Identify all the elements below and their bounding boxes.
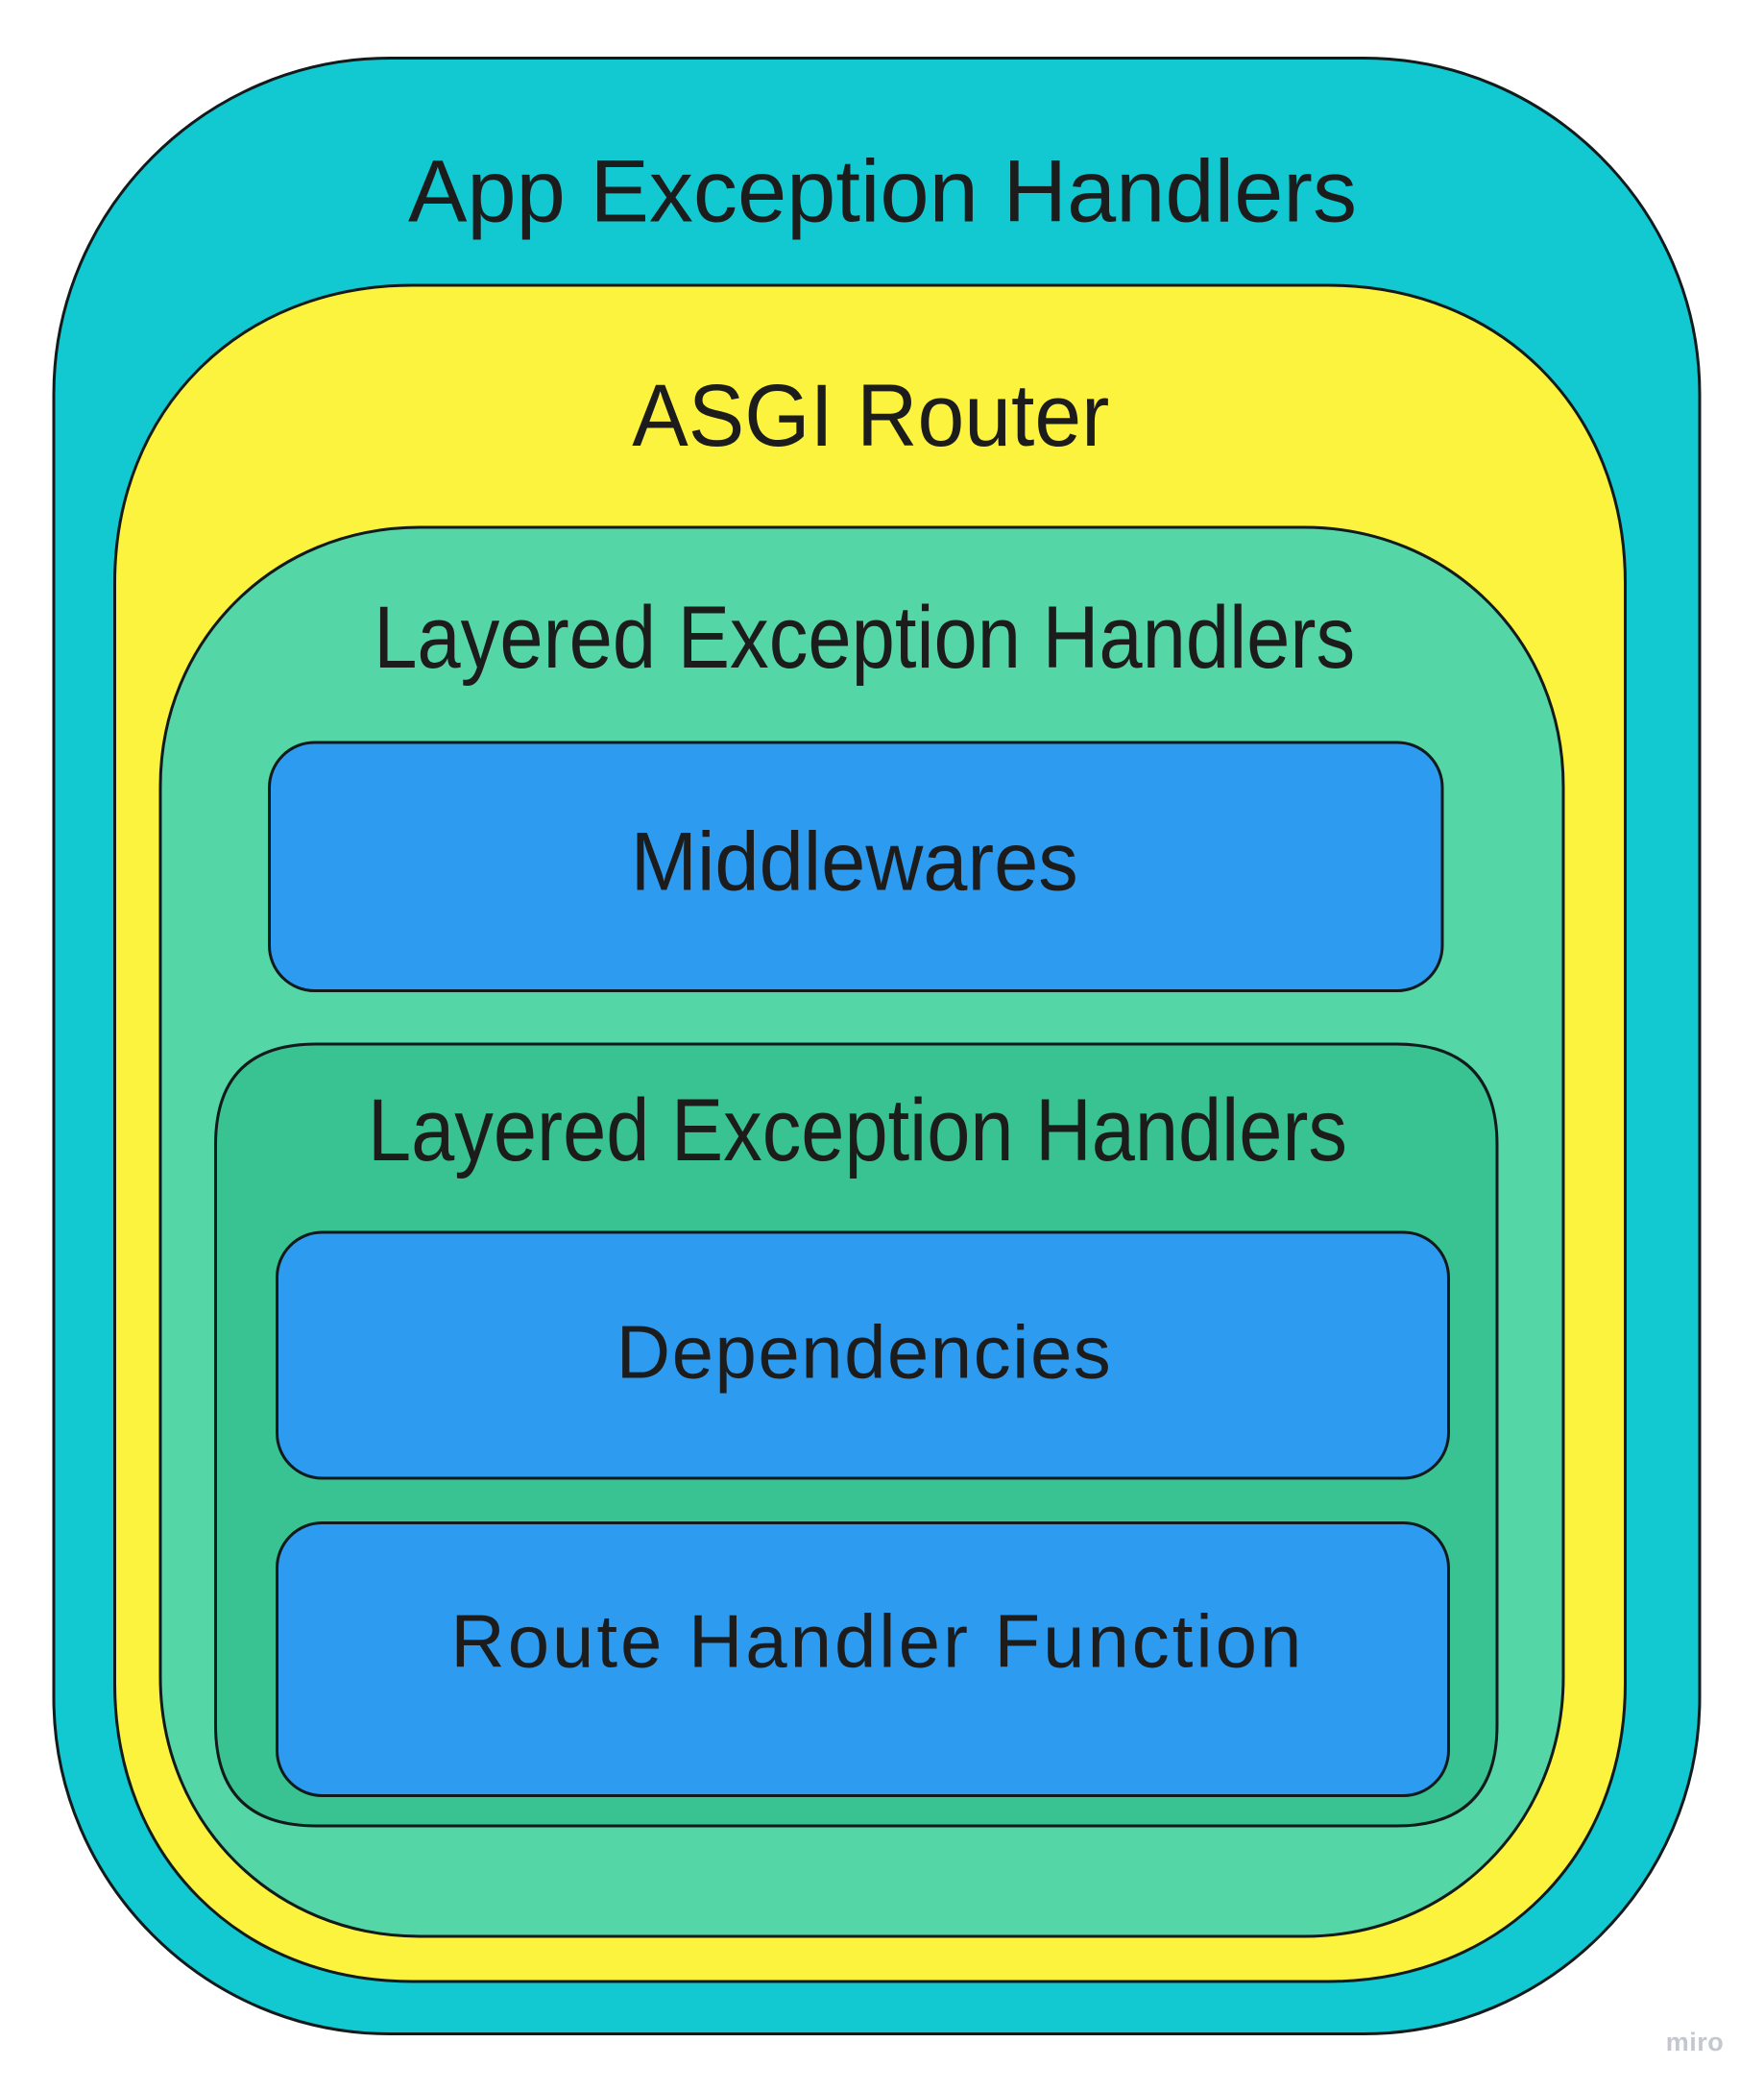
svg-text:miro: miro bbox=[1666, 2028, 1725, 2056]
svg-text:Layered Exception Handlers: Layered Exception Handlers bbox=[368, 1082, 1347, 1179]
svg-text:Dependencies: Dependencies bbox=[616, 1310, 1111, 1395]
svg-text:Middlewares: Middlewares bbox=[631, 816, 1078, 909]
svg-text:ASGI Router: ASGI Router bbox=[632, 367, 1109, 465]
svg-text:Layered Exception Handlers: Layered Exception Handlers bbox=[374, 589, 1355, 687]
svg-text:App Exception Handlers: App Exception Handlers bbox=[408, 143, 1357, 241]
